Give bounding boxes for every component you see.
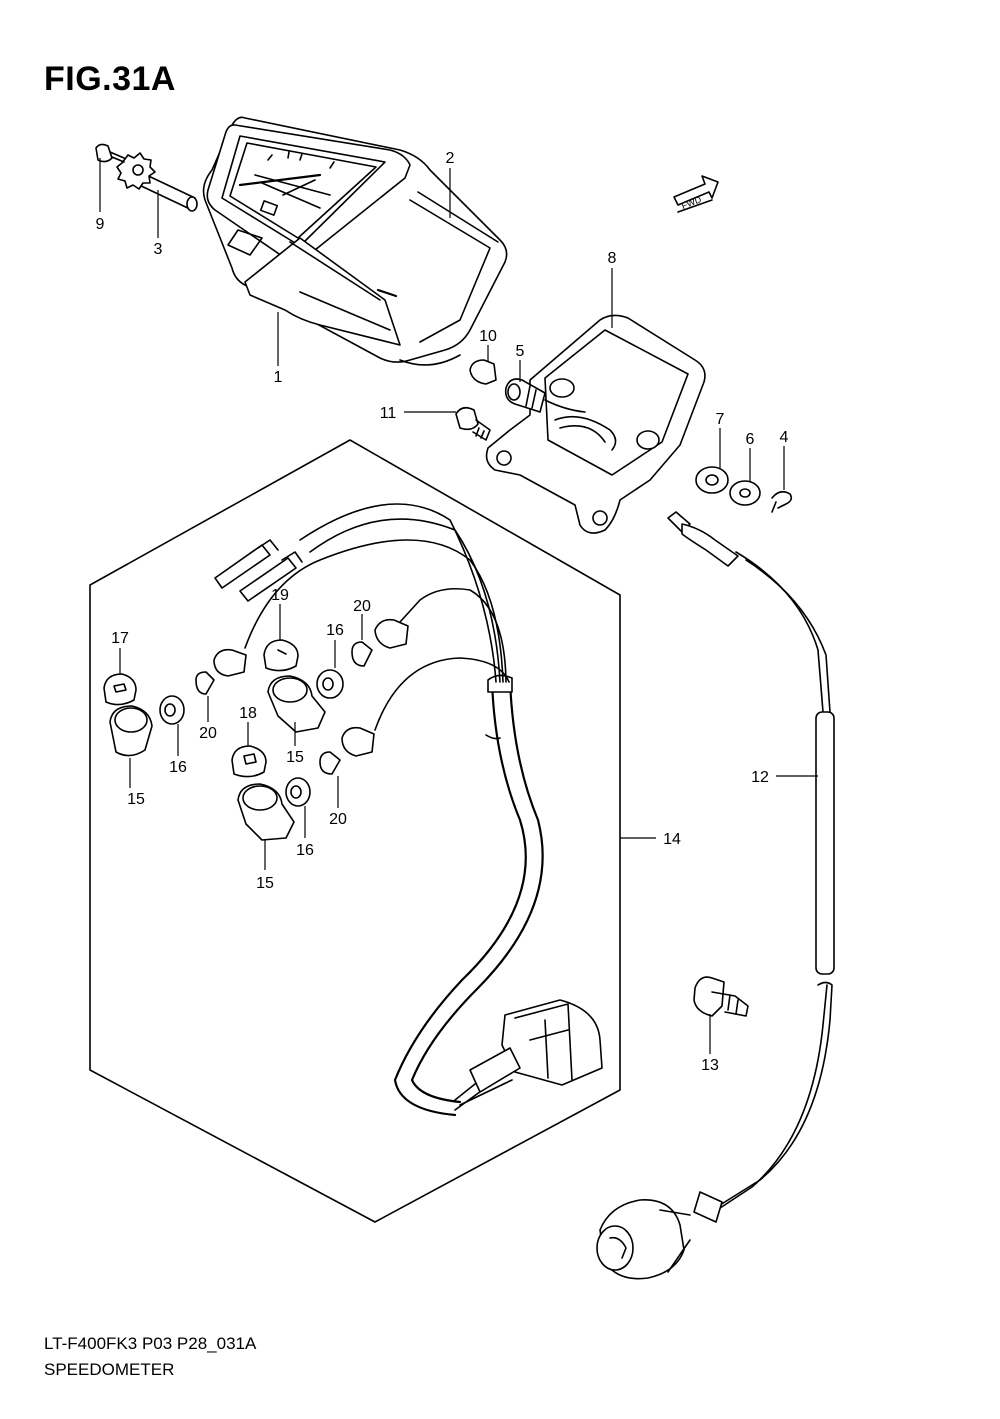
wiring-harness[interactable] — [195, 503, 603, 1117]
clip-4[interactable] — [771, 490, 793, 513]
holder-15-left[interactable] — [109, 705, 153, 757]
callout-16-left: 16 — [169, 759, 187, 776]
callout-2: 2 — [446, 150, 455, 167]
model-code: LT-F400FK3 P03 P28_031A — [44, 1334, 257, 1353]
bulb-10[interactable] — [469, 359, 497, 385]
washer-6[interactable] — [729, 480, 761, 506]
callout-1: 1 — [274, 369, 283, 386]
figure-title: FIG.31A — [44, 60, 176, 98]
cable-clamp-13[interactable] — [693, 976, 749, 1017]
callout-17: 17 — [111, 630, 129, 647]
meter-bracket[interactable] — [485, 314, 706, 534]
bolt-11[interactable] — [455, 406, 491, 441]
harness-hexagon-outline — [89, 439, 621, 1223]
callout-8: 8 — [608, 250, 617, 267]
fwd-direction-arrow: FWD — [673, 175, 719, 213]
callout-16-bottom: 16 — [296, 842, 314, 859]
callout-11: 11 — [380, 405, 397, 422]
reset-knob-shaft[interactable] — [116, 152, 198, 212]
holder-15-center[interactable] — [267, 675, 326, 733]
callout-3: 3 — [154, 241, 163, 258]
figure-name: SPEEDOMETER — [44, 1360, 175, 1379]
callout-4: 4 — [780, 429, 789, 446]
grommet-16-left[interactable] — [159, 695, 185, 725]
grommet-16-bottom[interactable] — [285, 777, 311, 807]
callout-5: 5 — [516, 343, 525, 360]
grommet-16-center[interactable] — [316, 669, 344, 699]
callout-labels: 1 2 3 4 5 6 7 8 9 10 11 12 13 14 15 15 1… — [96, 150, 789, 1074]
lens-18[interactable] — [231, 745, 267, 778]
grommet-7[interactable] — [695, 466, 729, 494]
socket-5[interactable] — [504, 378, 586, 413]
callout-6: 6 — [746, 431, 755, 448]
leader-lines — [99, 158, 818, 1054]
callout-15-center: 15 — [286, 749, 304, 766]
callout-10: 10 — [479, 328, 497, 345]
speedometer-cable[interactable] — [596, 511, 835, 1280]
callout-20-bottom: 20 — [329, 811, 347, 828]
callout-18: 18 — [239, 705, 257, 722]
callout-20-top: 20 — [353, 598, 371, 615]
lens-17[interactable] — [103, 673, 137, 706]
callout-9: 9 — [96, 216, 105, 233]
callout-19: 19 — [271, 587, 289, 604]
screw-9[interactable] — [95, 143, 125, 163]
callout-14: 14 — [663, 831, 681, 848]
callout-20-left: 20 — [199, 725, 217, 742]
callout-16-center: 16 — [326, 622, 344, 639]
speedometer-meter-assembly[interactable] — [202, 116, 508, 366]
callout-13: 13 — [701, 1057, 719, 1074]
callout-12: 12 — [751, 769, 769, 786]
holder-15-bottom[interactable] — [237, 783, 295, 841]
callout-15-bottom: 15 — [256, 875, 274, 892]
callout-7: 7 — [716, 411, 725, 428]
lens-19[interactable] — [263, 639, 299, 672]
callout-15-left: 15 — [127, 791, 145, 808]
